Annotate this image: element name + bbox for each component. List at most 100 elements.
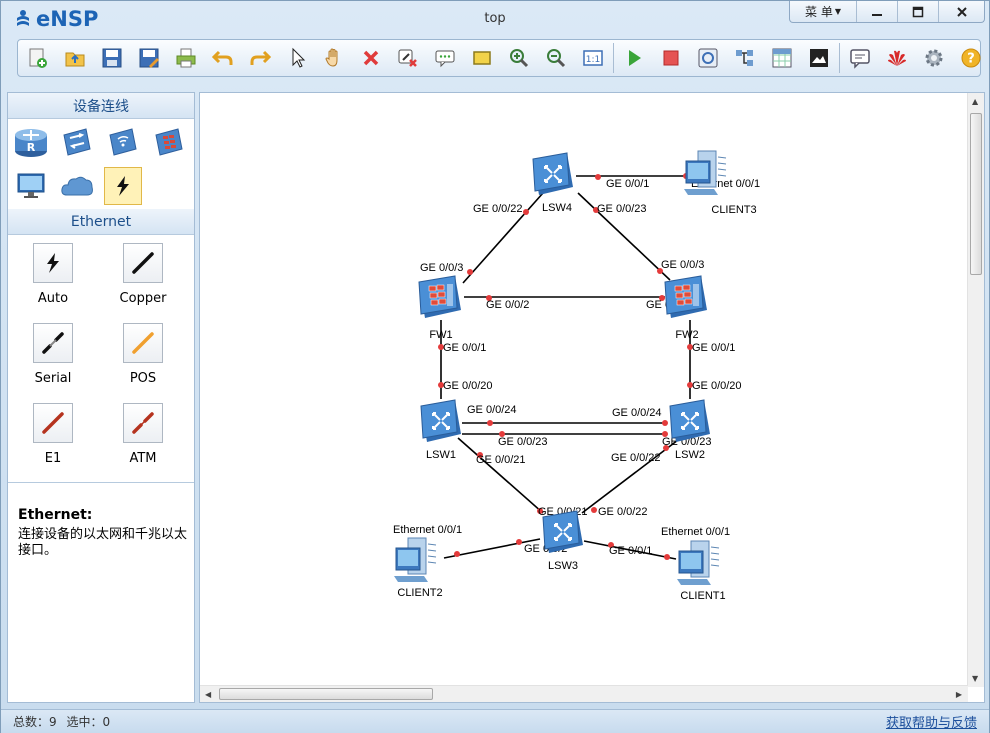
start-button[interactable] <box>620 44 648 72</box>
link-line[interactable] <box>583 540 677 560</box>
firewall-category-button[interactable] <box>150 123 188 161</box>
device-lsw4[interactable] <box>532 152 573 195</box>
settings-button[interactable] <box>920 44 948 72</box>
port-dot <box>467 269 473 275</box>
cloud-icon <box>61 176 93 196</box>
cable-auto[interactable]: Auto <box>18 243 88 306</box>
cable-serial[interactable]: Serial <box>18 323 88 386</box>
device-client1[interactable] <box>677 540 720 585</box>
save-as-button[interactable] <box>135 44 163 72</box>
vertical-scroll-thumb[interactable] <box>970 113 982 275</box>
menu-label: 菜 单 <box>805 5 833 19</box>
port-dot <box>659 295 665 301</box>
cable-pos[interactable]: POS <box>108 323 178 386</box>
stop-button[interactable] <box>657 44 685 72</box>
chat-icon <box>850 49 870 69</box>
pc-screen <box>681 553 701 569</box>
link-line[interactable] <box>443 538 541 559</box>
cable-atm[interactable]: ATM <box>108 403 178 466</box>
capture-button[interactable] <box>694 44 722 72</box>
scroll-left-icon[interactable]: ◀ <box>205 690 212 699</box>
firewall-brick <box>428 285 437 292</box>
menu-button[interactable]: 菜 单 ▼ <box>790 1 856 22</box>
delete-button[interactable] <box>357 44 385 72</box>
help-feedback-link[interactable]: 获取帮助与反馈 <box>885 716 977 731</box>
play-icon <box>629 50 641 66</box>
link-line[interactable] <box>577 192 671 281</box>
scroll-up-icon[interactable]: ▲ <box>972 97 979 106</box>
grid-button[interactable] <box>768 44 796 72</box>
vertical-scrollbar[interactable]: ▲ ▼ <box>967 93 984 687</box>
topology-view-button[interactable] <box>731 44 759 72</box>
huawei-button[interactable] <box>883 44 911 72</box>
device-client2[interactable] <box>394 537 437 582</box>
scroll-down-icon[interactable]: ▼ <box>972 674 979 683</box>
device-client3[interactable] <box>684 150 727 195</box>
port-label: GE 0/0/23 <box>662 436 712 448</box>
port-label: GE 0/0/1 <box>609 545 652 557</box>
toolbar-separator <box>613 43 614 73</box>
chat-button[interactable] <box>846 44 874 72</box>
device-lsw3[interactable] <box>542 510 583 553</box>
rectangle-button[interactable] <box>468 44 496 72</box>
horizontal-scrollbar[interactable]: ◀ ▶ <box>200 685 968 702</box>
maximize-button[interactable] <box>897 1 938 22</box>
port-label: GE 0/0/23 <box>498 436 548 448</box>
e1-cable-icon <box>42 412 64 434</box>
cable-e1[interactable]: E1 <box>18 403 88 466</box>
print-icon <box>176 48 196 68</box>
horizontal-scroll-thumb[interactable] <box>219 688 433 700</box>
cable-copper[interactable]: Copper <box>108 243 178 306</box>
port-label: GE 0/0/22 <box>598 506 648 518</box>
device-fw2[interactable] <box>664 275 707 318</box>
help-button[interactable]: ? <box>957 44 985 72</box>
scroll-right-icon[interactable]: ▶ <box>955 690 962 699</box>
zoom-in-button[interactable] <box>505 44 533 72</box>
wireless-category-button[interactable] <box>104 123 142 161</box>
router-category-button[interactable]: R <box>12 123 50 161</box>
link-line[interactable] <box>462 192 544 284</box>
ensp-logo-icon <box>17 10 29 26</box>
device-lsw2[interactable] <box>669 399 710 442</box>
save-button[interactable] <box>98 44 126 72</box>
switch-category-button[interactable] <box>58 123 96 161</box>
port-label: GE 0/0/24 <box>612 407 662 419</box>
serial-cable-icon <box>42 332 64 354</box>
device-fw1[interactable] <box>418 275 461 318</box>
minimize-button[interactable] <box>856 1 897 22</box>
pc-keyboard <box>677 579 711 585</box>
delete-link-button[interactable] <box>394 44 422 72</box>
device-label: LSW2 <box>675 449 705 461</box>
text-label-button[interactable] <box>431 44 459 72</box>
window-title: top <box>484 11 506 26</box>
screenshot-button[interactable] <box>805 44 833 72</box>
new-topology-button[interactable] <box>24 44 52 72</box>
open-button[interactable] <box>61 44 89 72</box>
select-button[interactable] <box>283 44 311 72</box>
link-line[interactable] <box>457 437 544 514</box>
zoom-out-button[interactable] <box>542 44 570 72</box>
fit-view-button[interactable]: 1:1 <box>579 44 607 72</box>
close-button[interactable] <box>938 1 984 22</box>
pc-tower-vent <box>427 549 437 552</box>
device-lsw1[interactable] <box>420 399 461 442</box>
pc-tower-vent <box>710 552 720 555</box>
link-line[interactable] <box>581 439 679 514</box>
port-label: GE 0/0/24 <box>467 404 517 416</box>
connection-category-button[interactable] <box>104 167 142 205</box>
device-label: CLIENT3 <box>711 204 756 216</box>
undo-button[interactable] <box>209 44 237 72</box>
cable-label: Auto <box>37 291 69 306</box>
pc-tower-vent <box>427 555 437 558</box>
port-label: GE 0/0/23 <box>597 203 647 215</box>
firewall-brick <box>683 291 692 298</box>
pan-button[interactable] <box>320 44 348 72</box>
redo-button[interactable] <box>246 44 274 72</box>
pc-category-button[interactable] <box>12 167 50 205</box>
port-label: GE 0/0/21 <box>476 454 526 466</box>
print-button[interactable] <box>172 44 200 72</box>
switch-arrows-icon <box>432 412 450 430</box>
cloud-category-button[interactable] <box>58 167 96 205</box>
